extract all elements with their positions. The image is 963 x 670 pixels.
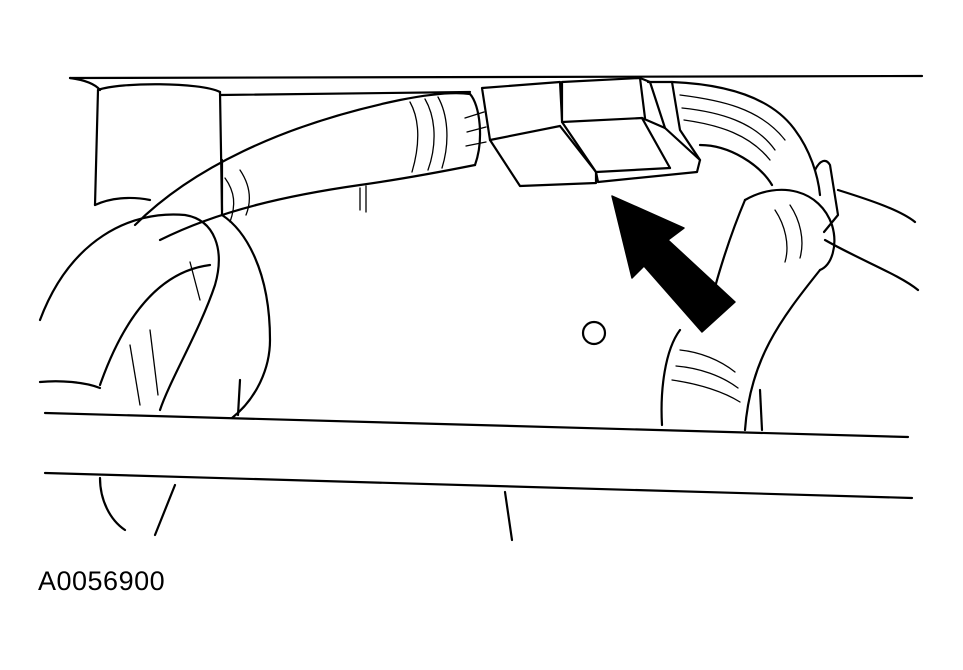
left-curved-hose [38,213,272,420]
wiring-harness-sleeve [133,92,487,242]
lower-frame-rail [43,378,914,542]
electrical-connector [480,76,702,188]
upper-body-panel [68,74,924,97]
right-wire-bundle [670,80,920,292]
figure-label: A0056900 [38,566,166,596]
mounting-hole [581,320,607,346]
pointer-arrow [611,195,736,333]
mounting-bracket [93,83,224,217]
